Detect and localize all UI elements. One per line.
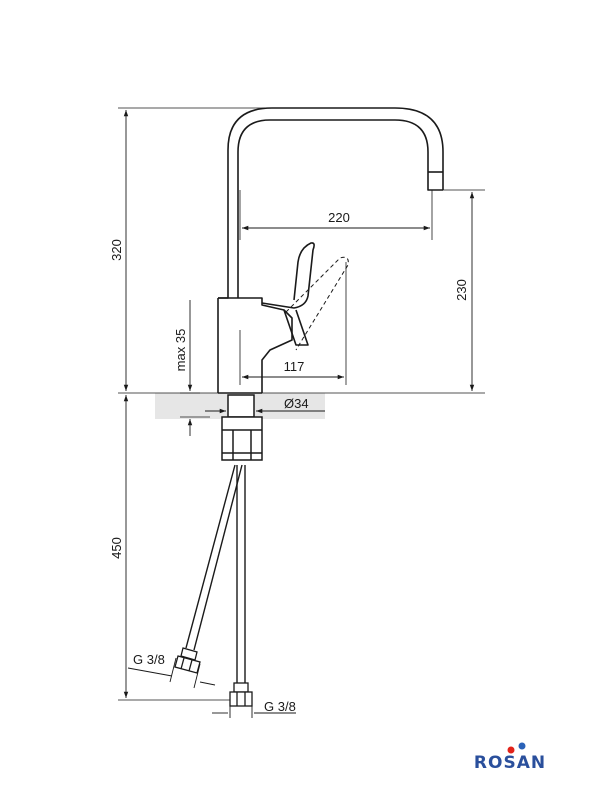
faucet-body bbox=[217, 107, 444, 394]
hose-fitting-left bbox=[174, 647, 201, 674]
lever-swing-dashed bbox=[285, 256, 349, 351]
dim-label-117: 117 bbox=[284, 359, 305, 374]
dim-label-220: 220 bbox=[328, 210, 350, 225]
mount-shank bbox=[221, 394, 263, 461]
dim-label-230: 230 bbox=[454, 279, 469, 301]
dimension-labels: 320 450 230 220 117 max 35 Ø34 G 3/8 G 3… bbox=[109, 210, 469, 714]
dimension-lines bbox=[123, 110, 475, 718]
brand-name: ROSAN bbox=[474, 753, 546, 773]
dim-line-g38-left bbox=[127, 667, 173, 677]
logo-dot-red bbox=[507, 746, 515, 754]
dim-label-d34: Ø34 bbox=[284, 396, 309, 411]
brand-logo: ROSAN bbox=[474, 742, 546, 773]
dim-label-g38-left: G 3/8 bbox=[133, 652, 165, 667]
logo-dot-blue bbox=[518, 742, 526, 750]
extension-lines bbox=[118, 107, 485, 701]
dim-label-320: 320 bbox=[109, 239, 124, 261]
supply-hoses bbox=[185, 464, 246, 685]
dim-label-450: 450 bbox=[109, 537, 124, 559]
hose-fitting-right bbox=[229, 682, 253, 707]
dim-label-max35: max 35 bbox=[173, 329, 188, 372]
dim-label-g38-right: G 3/8 bbox=[264, 699, 296, 714]
